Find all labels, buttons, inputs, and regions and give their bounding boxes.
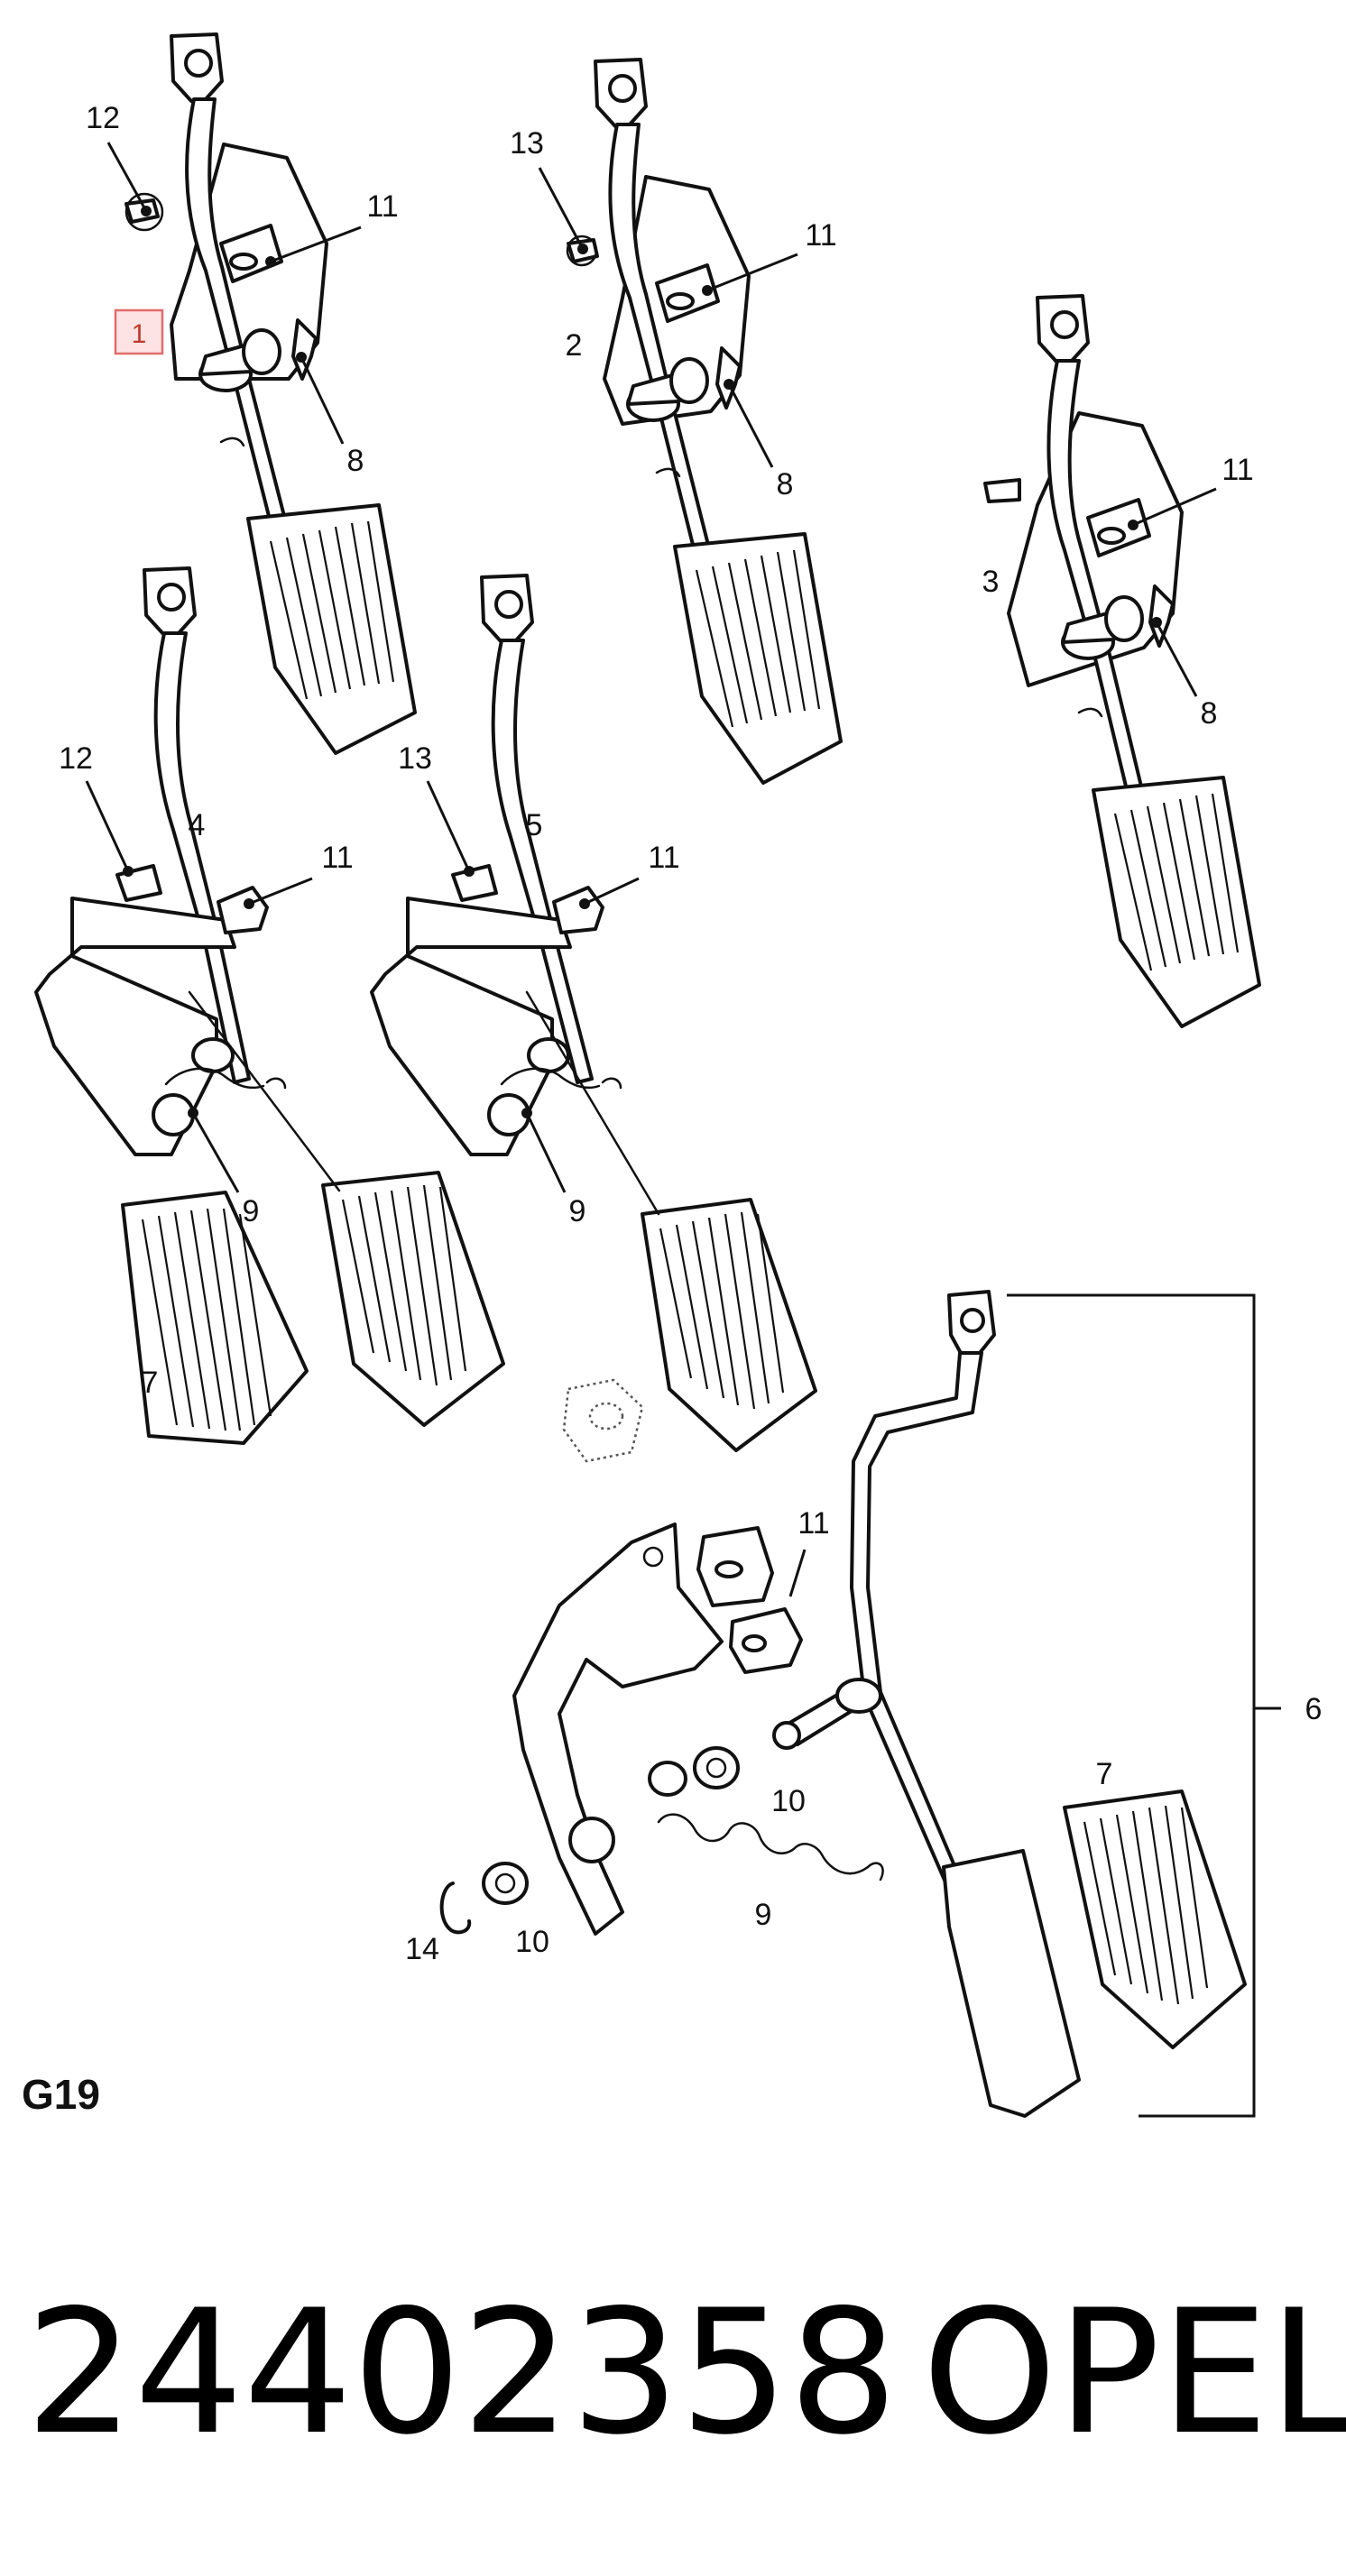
- pedal-assembly-3: 11 3 8: [982, 294, 1261, 1028]
- callout-11: 11: [797, 1506, 829, 1541]
- bushing-sketch: [562, 1378, 644, 1463]
- callout-3: 3: [982, 565, 1000, 599]
- callout-2: 2: [566, 328, 583, 363]
- callout-5: 5: [526, 808, 543, 842]
- callout-12: 12: [86, 101, 120, 135]
- callout-9: 9: [755, 1898, 772, 1932]
- callout-8: 8: [1201, 696, 1218, 731]
- callout-9: 9: [243, 1194, 260, 1228]
- highlight-box-1: [114, 308, 164, 355]
- callout-13: 13: [398, 741, 432, 776]
- callout-11: 11: [648, 841, 679, 875]
- callout-11: 11: [1222, 453, 1253, 487]
- pedal-assembly-2: 13 11 2 8: [510, 58, 843, 785]
- callout-11: 11: [805, 218, 836, 253]
- callout-7: 7: [1096, 1757, 1113, 1791]
- brand-name: OPEL: [922, 2273, 1346, 2472]
- callout-7: 7: [142, 1366, 159, 1400]
- pedal-assembly-1: 1 12 11 8: [86, 32, 417, 755]
- callout-8: 8: [347, 444, 364, 478]
- pedal-assembly-5: 13 5 11 9: [370, 574, 817, 1452]
- diagram-code: G19: [22, 2071, 100, 2118]
- part-number: 24402358: [25, 2273, 898, 2472]
- callout-10: 10: [515, 1925, 549, 1959]
- callout-9: 9: [569, 1194, 586, 1228]
- pedal-assembly-4: 12 4 11 9 7: [34, 566, 505, 1445]
- callout-11: 11: [321, 841, 353, 875]
- callout-13: 13: [510, 126, 544, 161]
- callout-10: 10: [771, 1784, 806, 1818]
- callout-4: 4: [189, 808, 206, 842]
- callout-8: 8: [777, 467, 794, 501]
- callout-6: 6: [1305, 1692, 1323, 1726]
- pedal-assembly-6: 11 10 10 9 14 7 6: [405, 1290, 1323, 2118]
- highlight-label-1: 1: [132, 319, 147, 349]
- callout-11: 11: [366, 189, 398, 224]
- callout-12: 12: [59, 741, 93, 776]
- callout-14: 14: [405, 1932, 439, 1966]
